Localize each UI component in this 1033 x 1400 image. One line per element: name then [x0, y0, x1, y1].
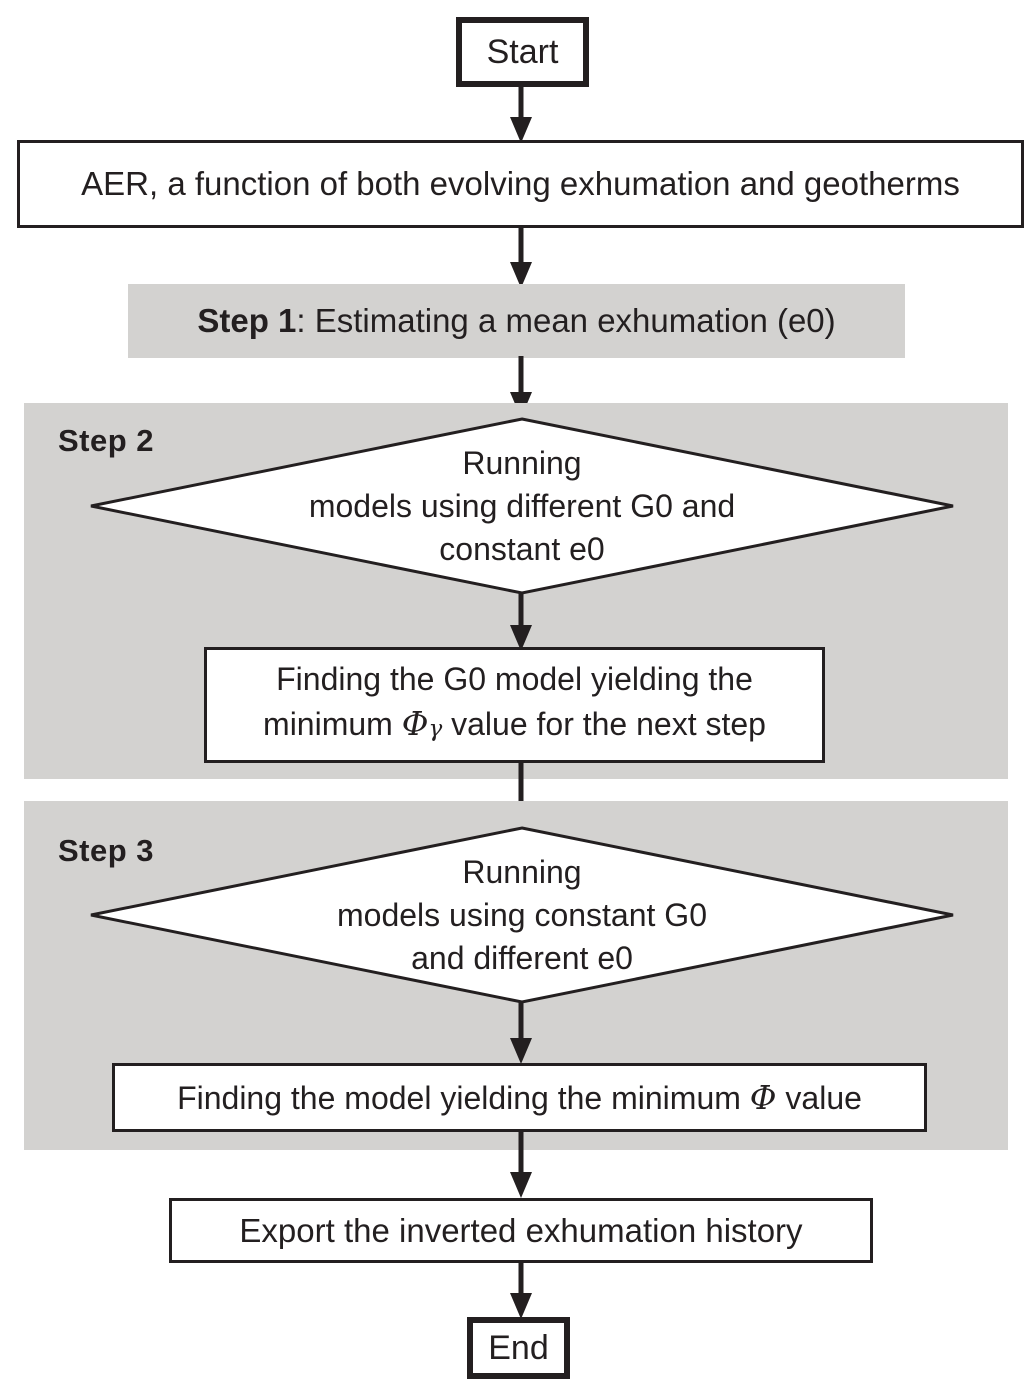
step3-diamond-text: Running models using constant G0 and dif…: [88, 826, 956, 1004]
arrow-shaft: [518, 1130, 524, 1178]
start-node: Start: [456, 17, 589, 87]
finding-line2: minimum Φγ value for the next step: [263, 702, 766, 752]
end-label: End: [488, 1328, 549, 1367]
aer-label: AER, a function of both evolving exhumat…: [81, 165, 960, 202]
arrow-step2-diamond-to-finding: [510, 593, 532, 651]
finding-line2-prefix: minimum: [263, 706, 402, 743]
diamond-line: models using different G0 and: [308, 487, 736, 524]
arrow-aer-to-step1: [510, 226, 532, 288]
finding-line: Finding the model yielding the minimum Φ…: [177, 1079, 862, 1117]
arrow-shaft: [518, 761, 524, 809]
gamma-symbol: γ: [428, 716, 443, 743]
diamond-line: Running: [462, 853, 582, 890]
arrow-export-to-end: [510, 1261, 532, 1319]
export-node: Export the inverted exhumation history: [169, 1198, 873, 1263]
finding-line2-suffix: value for the next step: [442, 706, 766, 743]
finding-prefix: Finding the model yielding the minimum: [177, 1079, 750, 1116]
finding-suffix: value: [776, 1079, 862, 1116]
export-label: Export the inverted exhumation history: [239, 1211, 803, 1249]
step1-label: Step 1: Estimating a mean exhumation (e0…: [197, 302, 835, 340]
arrow-shaft: [518, 85, 524, 123]
arrow-step3-diamond-to-finding: [510, 1002, 532, 1064]
step1-label-bold: Step 1: [197, 302, 297, 339]
arrow-shaft: [518, 1002, 524, 1044]
step2-region: Step 2 Running models using different G0…: [24, 403, 1008, 779]
step2-diamond-text: Running models using different G0 and co…: [88, 417, 956, 595]
step1-node: Step 1: Estimating a mean exhumation (e0…: [128, 284, 905, 358]
step3-decision-diamond: Running models using constant G0 and dif…: [88, 826, 956, 1004]
arrow-head-icon: [510, 262, 532, 288]
arrow-shaft: [518, 356, 524, 398]
arrow-head-icon: [510, 117, 532, 143]
step2-decision-diamond: Running models using different G0 and co…: [88, 417, 956, 595]
diamond-line: constant e0: [439, 530, 605, 567]
arrow-shaft: [518, 593, 524, 631]
arrow-head-icon: [510, 1038, 532, 1064]
aer-node: AER, a function of both evolving exhumat…: [17, 140, 1024, 228]
step3-region-label: Step 3: [58, 833, 155, 868]
step2-region-label: Step 2: [58, 423, 155, 458]
diamond-line: Running: [462, 444, 582, 481]
arrow-start-to-aer: [510, 85, 532, 143]
arrow-step3-to-export: [510, 1130, 532, 1198]
step2-finding-node: Finding the G0 model yielding the minimu…: [204, 647, 825, 763]
arrow-head-icon: [510, 1293, 532, 1319]
arrow-shaft: [518, 226, 524, 268]
phi-symbol: Φ: [401, 705, 429, 744]
finding-line1: Finding the G0 model yielding the: [276, 661, 753, 698]
start-label: Start: [486, 32, 559, 71]
arrow-shaft: [518, 1261, 524, 1299]
step1-label-rest: : Estimating a mean exhumation (e0): [296, 302, 836, 339]
phi-symbol: Φ: [749, 1078, 777, 1117]
diamond-line: models using constant G0: [337, 896, 707, 933]
step3-region: Step 3 Running models using constant G0 …: [24, 801, 1008, 1150]
diamond-line: and different e0: [411, 939, 633, 976]
arrow-head-icon: [510, 625, 532, 651]
step3-finding-node: Finding the model yielding the minimum Φ…: [112, 1063, 927, 1132]
arrow-head-icon: [510, 1172, 532, 1198]
end-node: End: [467, 1317, 570, 1379]
